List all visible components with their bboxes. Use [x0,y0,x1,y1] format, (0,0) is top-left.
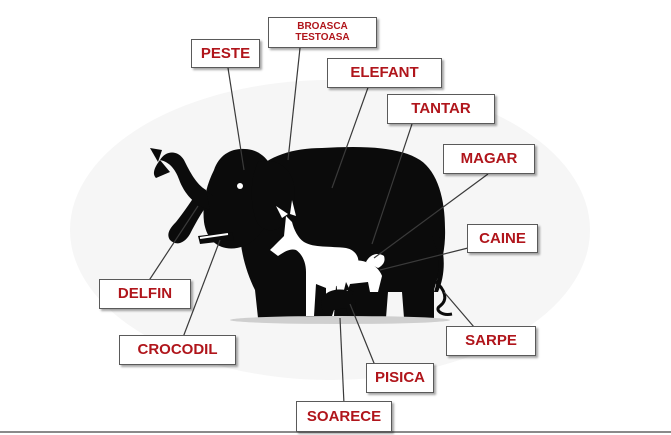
label-broasca-line1: BROASCA [297,21,348,32]
label-tantar: TANTAR [387,94,495,124]
line-caine [379,247,469,271]
label-crocodil: CROCODIL [119,335,236,365]
label-magar: MAGAR [443,144,535,174]
line-elefant [331,81,371,189]
dolphin-silhouette [150,148,210,210]
label-sarpe: SARPE [446,326,536,356]
dog-figure [329,254,385,296]
donkey-figure [270,200,359,316]
label-delfin: DELFIN [99,279,191,309]
line-crocodil [181,239,221,341]
label-peste: PESTE [191,39,260,68]
cat-figure [321,282,356,316]
elephant-silhouette [168,147,446,318]
label-soarece: SOARECE [296,401,392,432]
line-magar [373,173,489,259]
line-tantar [371,123,413,245]
label-broasca-testoasa: BROASCA TESTOASA [268,17,377,48]
label-pisica: PISICA [366,363,434,393]
line-soarece [339,317,345,405]
label-elefant: ELEFANT [327,58,442,88]
elephant-eye [237,183,243,189]
label-caine: CAINE [467,224,538,253]
snake-figure [433,278,453,316]
line-peste [227,67,245,171]
tusk-highlight [199,233,229,239]
line-broasca [287,47,301,161]
line-pisica [349,303,377,369]
label-broasca-line2: TESTOASA [295,31,350,43]
line-delfin [147,205,199,283]
